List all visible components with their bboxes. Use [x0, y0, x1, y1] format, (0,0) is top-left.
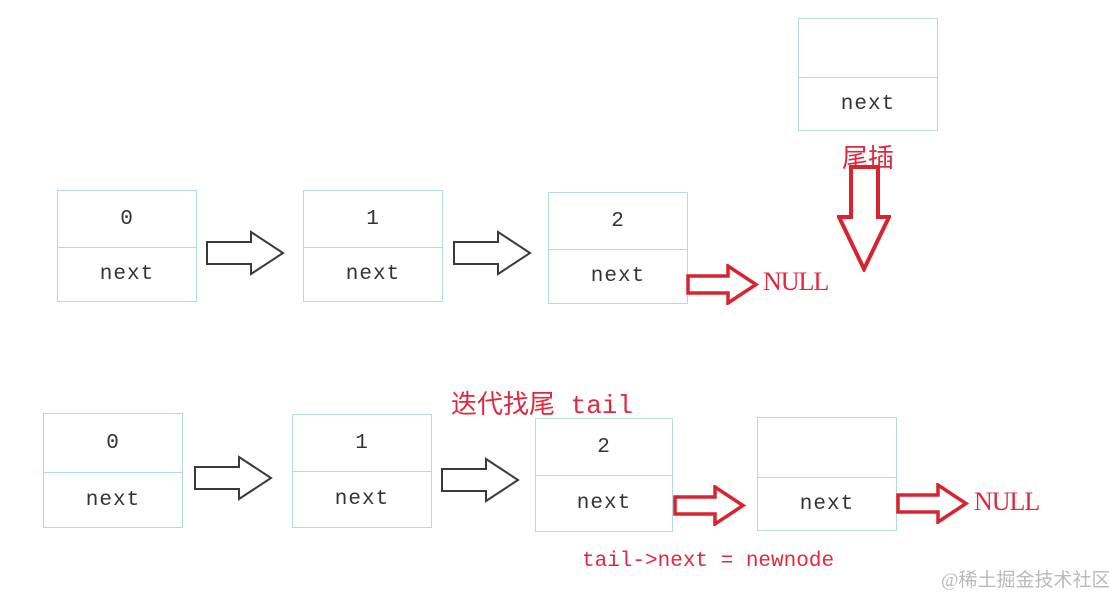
null-label: NULL — [763, 267, 829, 296]
list-node-2: 2 next — [548, 192, 688, 304]
red-right-arrow-icon — [673, 483, 747, 528]
node-value: 0 — [58, 191, 196, 248]
list-node-0: 0 next — [43, 413, 183, 528]
list-node-2-tail: 2 next — [535, 418, 673, 532]
node-pointer-label: next — [840, 92, 896, 116]
red-right-arrow-icon — [686, 262, 760, 307]
right-arrow-icon — [206, 230, 286, 276]
node-value — [799, 19, 937, 78]
node-value — [758, 418, 896, 478]
code-annotation: tail->next = newnode — [582, 550, 835, 573]
node-pointer-label: next — [345, 263, 401, 286]
node-pointer-label: next — [799, 492, 855, 516]
find-tail-label: 迭代找尾 tail — [451, 391, 634, 421]
list-node-1: 1 next — [292, 414, 432, 528]
red-right-arrow-icon — [896, 481, 970, 526]
right-arrow-icon — [194, 455, 274, 501]
watermark-label: @稀土掘金技术社区 — [941, 570, 1109, 591]
right-arrow-icon — [453, 230, 533, 276]
node-pointer-label: next — [99, 263, 155, 286]
node-value: 0 — [44, 414, 182, 473]
null-label: NULL — [974, 487, 1040, 516]
node-pointer-label: next — [85, 488, 141, 512]
node-pointer-label: next — [590, 265, 646, 288]
new-node-box: next — [757, 417, 897, 531]
node-pointer-label: next — [334, 488, 390, 511]
list-node-0: 0 next — [57, 190, 197, 302]
node-value: 1 — [293, 415, 431, 472]
node-value: 2 — [549, 193, 687, 250]
red-down-arrow-icon — [835, 165, 893, 274]
list-node-1: 1 next — [303, 190, 443, 302]
new-node-box: next — [798, 18, 938, 131]
right-arrow-icon — [441, 457, 521, 503]
node-value: 2 — [536, 419, 672, 476]
node-value: 1 — [304, 191, 442, 248]
node-pointer-label: next — [576, 492, 632, 515]
